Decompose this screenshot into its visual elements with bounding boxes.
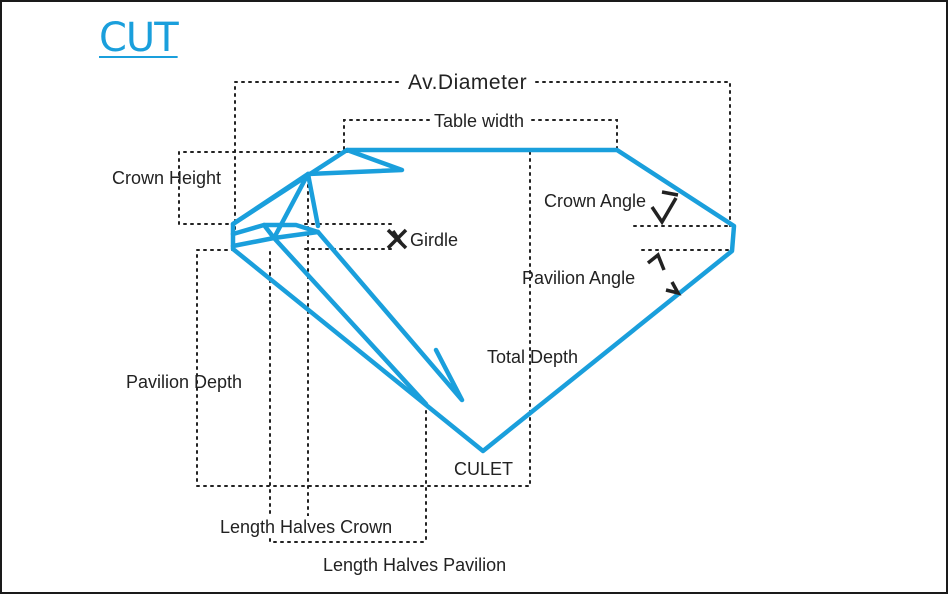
- pavilion-depth-label: Pavilion Depth: [126, 372, 243, 392]
- crown-height-label: Crown Height: [112, 168, 222, 188]
- pavilion-half-facet: [261, 222, 277, 241]
- table-width-label: Table width: [430, 110, 529, 132]
- bezel-facet: [271, 171, 429, 407]
- diamond-profile: [230, 147, 737, 454]
- girdle-marker-icon: [386, 228, 408, 250]
- pavilion-angle-arrow-head: [646, 252, 666, 271]
- page-title: CUT: [99, 15, 179, 61]
- culet-label: CULET: [454, 459, 514, 479]
- length-halves-pavilion-label: Length Halves Pavilion: [323, 555, 507, 575]
- crown-facet-left: [230, 147, 405, 227]
- crown-angle-arrow-tail: [661, 190, 679, 197]
- pavilion-angle-label: Pavilion Angle: [522, 268, 636, 288]
- pavilion-depth-guide: [196, 146, 531, 487]
- angle-markers: [386, 190, 682, 296]
- girdle-label: Girdle: [410, 230, 459, 250]
- table-width-guide: [343, 119, 618, 150]
- av-diameter-guide: [234, 81, 731, 230]
- pavilion-main-facet: [315, 229, 465, 403]
- crown-angle-label: Crown Angle: [544, 191, 647, 211]
- crown-height-guide: [178, 151, 348, 225]
- pavilion-angle-arrow-tail: [665, 281, 682, 296]
- crown-angle-arrow-head: [650, 197, 678, 226]
- total-depth-label: Total Depth: [487, 347, 579, 367]
- av-diameter-label: Av.Diameter: [402, 72, 534, 94]
- star-facet: [305, 171, 321, 229]
- length-halves-crown-label: Length Halves Crown: [216, 516, 397, 538]
- length-halves-pavilion-guide: [269, 251, 427, 543]
- diamond-outline: [230, 147, 737, 454]
